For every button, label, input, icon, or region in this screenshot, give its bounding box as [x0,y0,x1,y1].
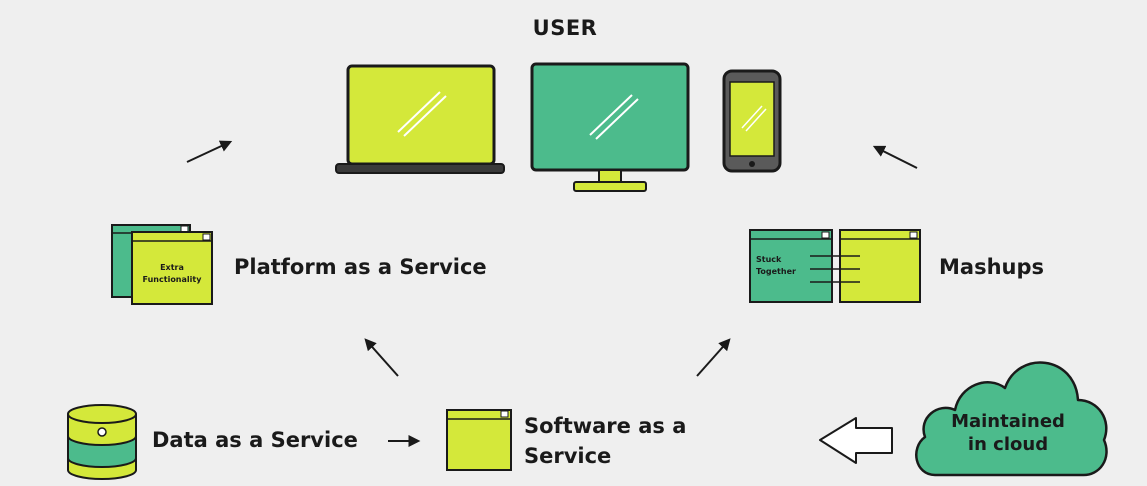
paas-label: Platform as a Service [234,255,487,279]
daas-label: Data as a Service [152,428,358,452]
arrow-paas-to-user [186,140,233,163]
arrow-saas-to-paas [364,338,399,377]
mashups-icon-text-1: Stuck [756,255,782,264]
saas-label: Software as a Service [524,411,724,471]
saas-label-line-2: Service [524,444,612,468]
paas-window-icon: Extra Functionality [111,224,213,305]
saas-window-icon [446,409,512,471]
cloud-icon [915,361,1108,477]
smartphone-icon [722,69,782,173]
database-icon [67,404,137,480]
laptop-icon [335,64,505,174]
paas-icon-text-2: Functionality [143,275,203,284]
cloud-label-line-2: in cloud [967,434,1049,455]
arrow-saas-to-mashups [696,338,731,377]
hollow-arrow-cloud-to-saas [819,417,893,464]
user-title: USER [532,16,598,40]
mashups-label: Mashups [939,255,1044,279]
mashups-icon-text-2: Together [756,267,796,276]
mashups-window-icon: Stuck Together [749,229,921,303]
monitor-icon [530,62,690,192]
cloud-label-line-1: Maintained [951,411,1065,432]
saas-label-line-1: Software as a [524,414,687,438]
arrow-mashups-to-user [872,145,918,169]
cloud-label: Maintained in cloud [933,410,1083,456]
paas-icon-text-1: Extra [160,263,184,272]
